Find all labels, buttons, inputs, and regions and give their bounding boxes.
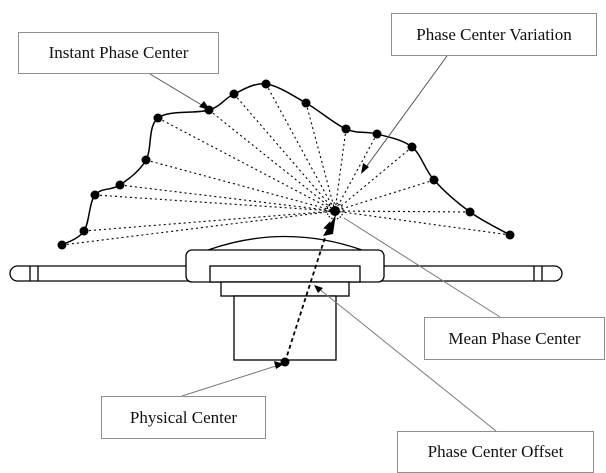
phase-center-variation-label: Phase Center Variation (391, 13, 597, 56)
ray-line (305, 102, 336, 212)
ray-line (83, 210, 336, 232)
mean-phase-center-label: Mean Phase Center (424, 317, 605, 360)
ray-line (94, 194, 336, 212)
leader-physical-center (181, 364, 280, 397)
ray-line (265, 83, 336, 212)
physical-center-label: Physical Center (101, 396, 266, 439)
ray-line (61, 210, 336, 246)
instant-phase-center-dot (505, 230, 515, 240)
arrow-phase-center-offset (314, 285, 323, 293)
ray-lines (61, 83, 511, 246)
ray-line (334, 179, 435, 212)
offset-arrowhead (323, 214, 336, 236)
instant-phase-center-points (57, 79, 515, 250)
instant-phase-center-dot (57, 240, 67, 250)
ray-line (334, 128, 347, 212)
phase-pattern-curve (61, 83, 511, 246)
instant-phase-center-dot (372, 129, 382, 139)
phase-center-offset-vector (284, 221, 332, 363)
arrow-physical-center (274, 361, 284, 369)
instant-phase-center-dot (465, 207, 475, 217)
arrow-phase-center-variation (361, 163, 369, 174)
instant-phase-center-dot (261, 79, 271, 89)
leader-mean-phase-center (343, 217, 501, 318)
ray-line (334, 210, 511, 236)
ray-line (334, 146, 413, 212)
leader-instant-phase-center (149, 73, 206, 108)
leader-phase-center-offset (317, 287, 497, 432)
ray-line (233, 93, 336, 212)
instant-phase-center-dot (79, 226, 89, 236)
leader-lines (149, 55, 501, 432)
instant-phase-center-dot (115, 180, 125, 190)
antenna-body (220, 281, 350, 361)
ray-line (157, 117, 336, 212)
instant-phase-center-dot (301, 98, 311, 108)
ray-line (208, 109, 336, 212)
instant-phase-center-dot (229, 89, 239, 99)
leader-arrows (199, 101, 369, 369)
instant-phase-center-dot (141, 155, 151, 165)
instant-phase-center-dot (153, 113, 163, 123)
arrow-instant-phase-center (199, 101, 210, 110)
instant-phase-center-dot (341, 124, 351, 134)
leader-phase-center-variation (363, 55, 448, 171)
antenna-element (185, 235, 385, 283)
instant-phase-center-dot (407, 142, 417, 152)
ray-line (119, 184, 336, 212)
ray-line (334, 210, 471, 213)
instant-phase-center-label: Instant Phase Center (18, 32, 219, 74)
instant-phase-center-dot (429, 175, 439, 185)
instant-phase-center-dot (90, 190, 100, 200)
ray-line (145, 159, 336, 212)
phase-center-offset-label: Phase Center Offset (397, 431, 594, 473)
